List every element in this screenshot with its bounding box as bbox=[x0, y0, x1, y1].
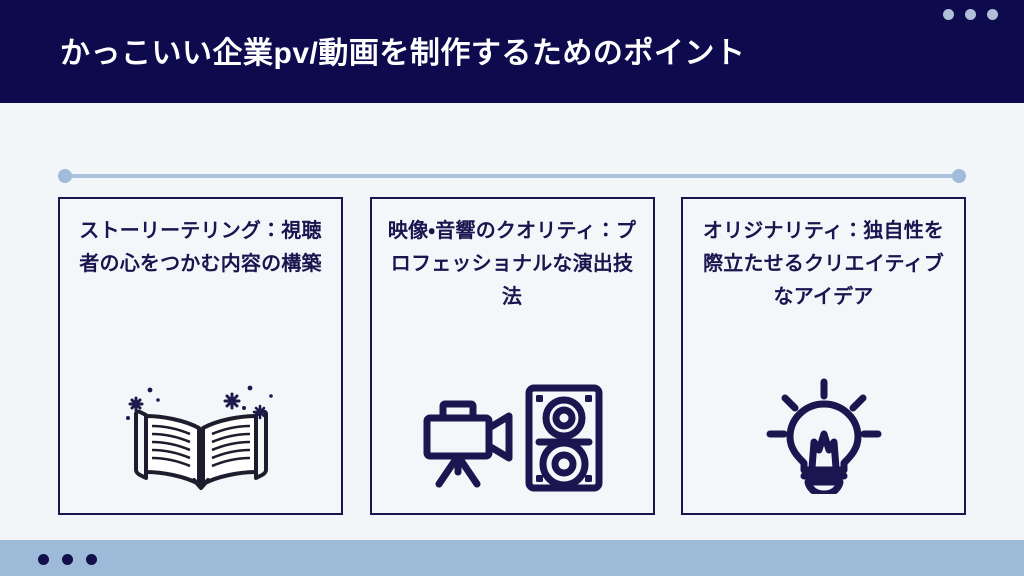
timeline-connector bbox=[58, 169, 966, 183]
card-title: ストーリーテリング：視聴者の心をつかむ内容の構築 bbox=[79, 220, 322, 275]
footer-bar bbox=[0, 540, 1024, 576]
footer-dot-group bbox=[38, 554, 97, 565]
header-dot-2 bbox=[965, 9, 976, 20]
footer-dot-1 bbox=[38, 554, 49, 565]
card-row: ストーリーテリング：視聴者の心をつかむ内容の構築 bbox=[58, 197, 966, 515]
header-bar: かっこいい企業pv/動画を制作するためのポイント bbox=[0, 0, 1024, 103]
timeline-end-node bbox=[952, 169, 966, 183]
header-dot-group bbox=[943, 9, 998, 20]
open-book-sparkle-icon bbox=[60, 375, 341, 495]
header-dot-3 bbox=[987, 9, 998, 20]
lightbulb-idea-icon bbox=[683, 375, 964, 495]
card-title: 映像・音響のクオリティ：プロフェッショナルな演出技法 bbox=[387, 220, 637, 308]
card-originality[interactable]: オリジナリティ：独自性を際立たせるクリエイティブなアイデア bbox=[681, 197, 966, 515]
page-title: かっこいい企業pv/動画を制作するためのポイント bbox=[60, 37, 746, 70]
footer-dot-2 bbox=[62, 554, 73, 565]
card-title: オリジナリティ：独自性を際立たせるクリエイティブなアイデア bbox=[702, 220, 945, 308]
timeline-start-node bbox=[58, 169, 72, 183]
card-storytelling[interactable]: ストーリーテリング：視聴者の心をつかむ内容の構築 bbox=[58, 197, 343, 515]
video-camera-speaker-icon bbox=[372, 375, 653, 495]
header-dot-1 bbox=[943, 9, 954, 20]
card-video-audio-quality[interactable]: 映像・音響のクオリティ：プロフェッショナルな演出技法 bbox=[369, 197, 655, 515]
timeline-line bbox=[64, 174, 960, 178]
footer-dot-3 bbox=[86, 554, 97, 565]
